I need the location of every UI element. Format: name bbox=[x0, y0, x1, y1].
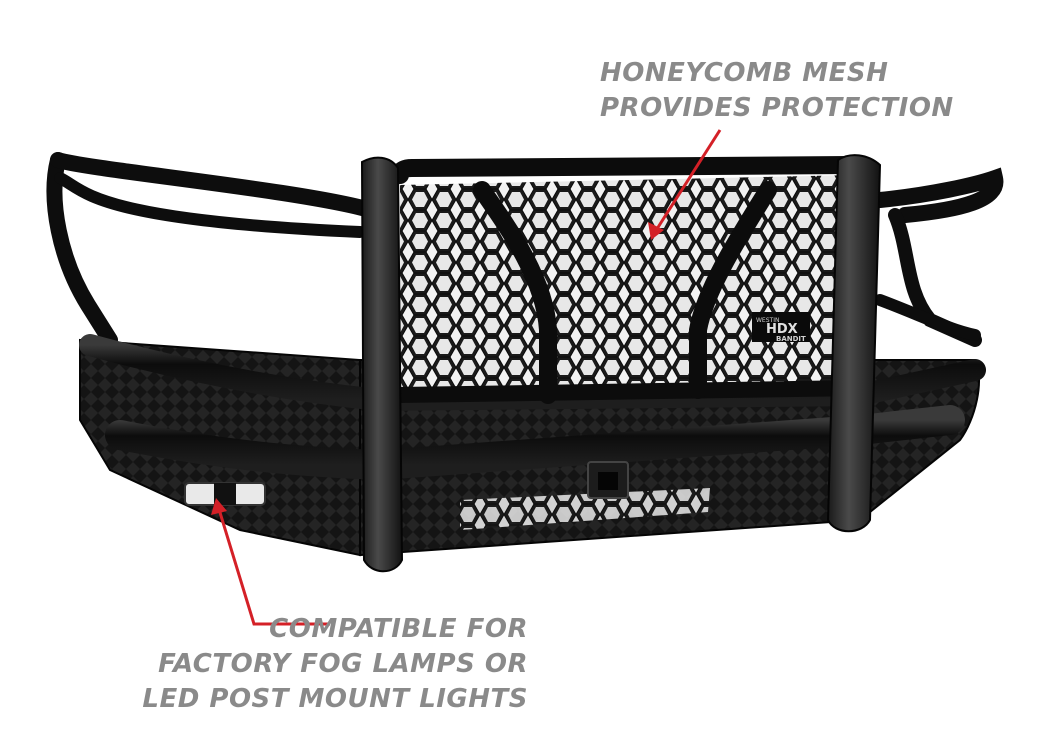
right-post bbox=[826, 154, 882, 533]
badge-brand: WESTIN bbox=[756, 317, 779, 324]
right-wing-tube bbox=[872, 167, 1004, 223]
left-post bbox=[360, 156, 404, 573]
lights-callout-line-2: FACTORY FOG LAMPS OR bbox=[158, 649, 528, 679]
lights-callout-line-3: LED POST MOUNT LIGHTS bbox=[142, 684, 528, 714]
arrow-up-right-icon bbox=[648, 129, 722, 240]
mesh-callout: HONEYCOMB MESH PROVIDES PROTECTION bbox=[600, 56, 954, 126]
hdx-badge: WESTIN HDX BANDIT bbox=[752, 312, 810, 343]
lights-callout-line-1: COMPATIBLE FOR bbox=[269, 614, 528, 644]
lights-callout: COMPATIBLE FOR FACTORY FOG LAMPS OR LED … bbox=[142, 612, 528, 717]
badge-sub: BANDIT bbox=[776, 335, 806, 343]
mesh-callout-line-1: HONEYCOMB MESH bbox=[600, 58, 889, 88]
honeycomb-mesh-panel bbox=[400, 175, 860, 398]
badge-model: HDX bbox=[766, 322, 798, 337]
arrow-up-icon bbox=[211, 498, 330, 626]
skid-plate-mesh bbox=[460, 488, 710, 530]
mesh-callout-line-2: PROVIDES PROTECTION bbox=[600, 93, 954, 123]
